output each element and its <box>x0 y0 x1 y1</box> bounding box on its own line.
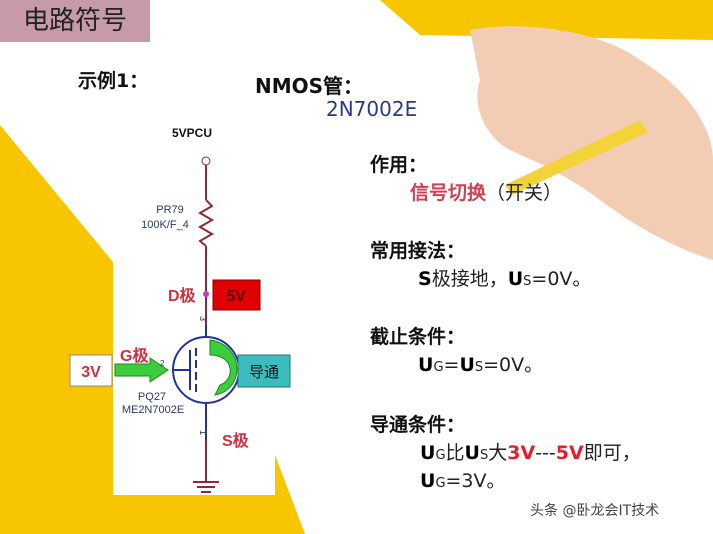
usage-text: S极接地，US=0V。 <box>418 268 592 290</box>
transistor-part: ME2N7002E <box>122 404 184 416</box>
drain-voltage-box <box>212 279 261 311</box>
hand-image <box>470 26 713 260</box>
drain-node <box>203 291 209 297</box>
function-value: 信号切换 <box>410 182 487 204</box>
supply-label: 5VPCU <box>172 126 212 140</box>
resistor-name: PR79 <box>156 204 184 216</box>
on-text: UG比US大3V---5V即可， <box>420 442 641 464</box>
slide-title: 电路符号 <box>0 0 150 42</box>
function-heading: 作用： <box>370 154 428 176</box>
conduction-arrow <box>209 339 238 396</box>
gate-arrow <box>114 357 169 383</box>
source-label: S极 <box>222 431 250 450</box>
state-box <box>237 354 291 388</box>
state-label: 导通 <box>249 364 279 381</box>
gate-input: 3V <box>81 364 101 381</box>
svg-text:1: 1 <box>198 430 208 435</box>
resistor-symbol <box>198 199 214 247</box>
circuit-diagram: 5VPCU PR79 100K/F_4 D极 5V 3 1 S极 3V G极 2… <box>69 126 291 495</box>
device-part: 2N7002E <box>326 97 418 121</box>
drain-voltage: 5V <box>226 288 246 305</box>
svg-text:3: 3 <box>198 316 208 321</box>
drain-label: D极 <box>168 286 197 305</box>
on-text-2: UG=3V。 <box>420 470 506 492</box>
usage-heading: 常用接法： <box>370 240 466 262</box>
pencil-image <box>505 120 648 195</box>
gate-label: G极 <box>120 346 149 365</box>
cutoff-text: UG=US=0V。 <box>418 354 544 376</box>
svg-text:2: 2 <box>160 359 165 368</box>
watermark: 头条 @卧龙会IT技术 <box>530 503 660 519</box>
example-label: 示例1： <box>78 70 149 92</box>
device-heading: NMOS管： <box>255 74 364 98</box>
on-heading: 导通条件： <box>370 414 466 436</box>
cutoff-heading: 截止条件： <box>370 326 466 348</box>
function-note: （开关） <box>486 182 563 204</box>
resistor-value: 100K/F_4 <box>141 219 189 231</box>
transistor-name: PQ27 <box>138 391 166 403</box>
gate-input-box <box>69 354 113 387</box>
